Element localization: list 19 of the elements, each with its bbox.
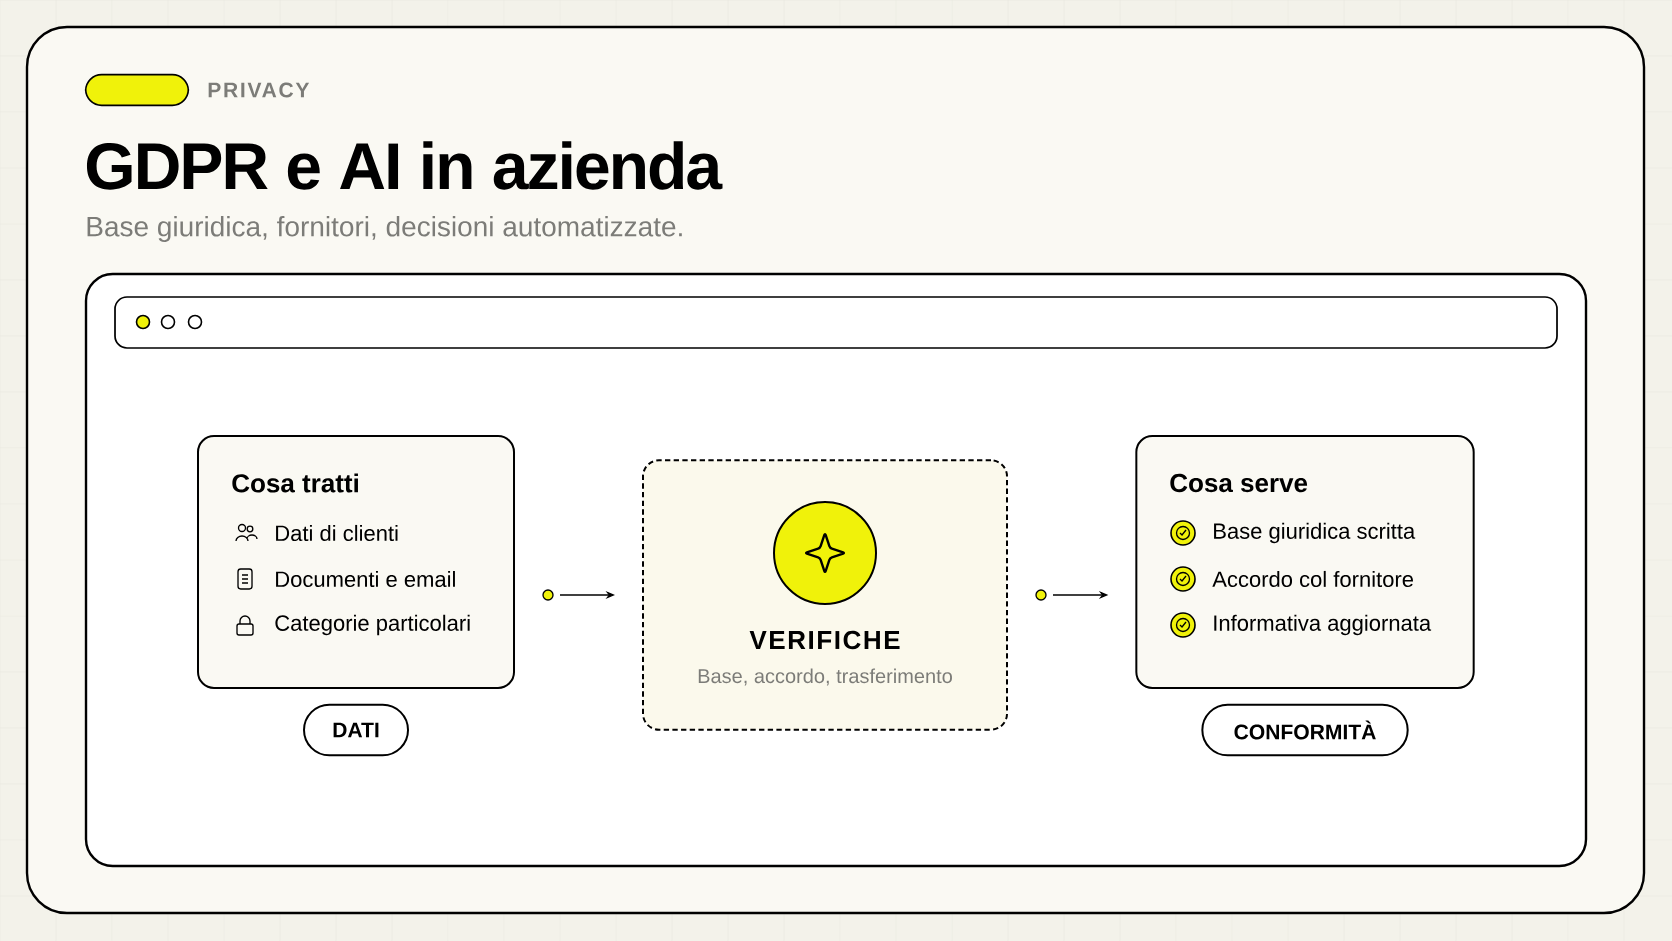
list-item: Dati di clienti: [276, 524, 398, 542]
list-item: Documenti e email: [276, 570, 455, 588]
tag-text: PRIVACY: [208, 82, 310, 98]
label-pill: CONFORMITÀ: [1201, 703, 1409, 757]
list-item: Categorie particolari: [275, 614, 470, 636]
card-heading: Cosa serve: [1170, 473, 1308, 493]
tag-pill: [84, 73, 190, 107]
list-card: [197, 435, 515, 689]
list-item: Accordo col fornitore: [1212, 570, 1413, 588]
panel-subtitle: Base, accordo, trasferimento: [698, 668, 952, 686]
subtitle: Base giuridica, fornitori, decisioni automatizzate.: [87, 215, 682, 243]
list-item: Base giuridica scritta: [1214, 522, 1416, 544]
card-heading: Cosa tratti: [232, 473, 358, 493]
list-card: [1135, 435, 1475, 689]
label-pill: DATI: [303, 703, 409, 757]
list-item: Informativa aggiornata: [1214, 614, 1432, 636]
check-panel: [642, 459, 1008, 731]
title: GDPR e AI in azienda: [86, 141, 723, 190]
panel-title: VERIFICHE: [749, 630, 900, 650]
